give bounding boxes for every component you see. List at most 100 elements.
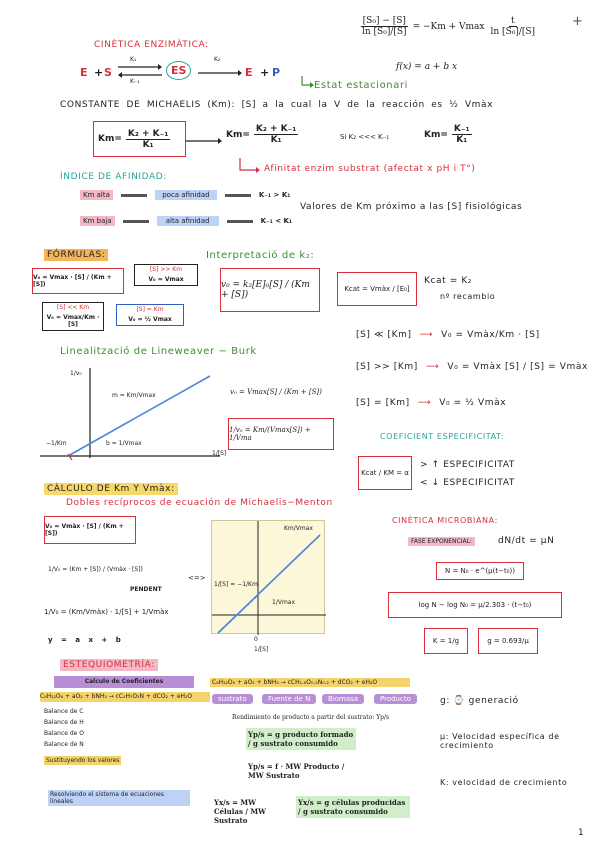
v0-equation-box: v₀ = k₂[E]₀[S] / (Km + [S])	[220, 268, 320, 312]
forward-arrow-icon	[198, 70, 242, 76]
k-def: K: velocidad de crecimiento	[440, 778, 568, 787]
k-comparison-1: K₋₁ > K₁	[258, 191, 291, 199]
valores-text: Valores de Km próximo a las [S] fisiológ…	[300, 202, 523, 212]
km-den: K₁	[142, 139, 154, 150]
page-number: 1	[578, 828, 585, 838]
estequio-title: ESTEQUIOMETRÍA:	[60, 659, 158, 671]
arrow-icon	[122, 219, 149, 223]
formula-4: [S] = Km V₀ = ½ Vmax	[116, 304, 184, 326]
afinitat-text: Afinitat enzim substrat (afectat x pH i …	[264, 164, 476, 174]
chem-top: C₆H₁₂O₆ + aO₂ + bNH₃ → cCH₁.₈O₀.₅N₀.₂ + …	[210, 678, 410, 687]
arrow-icon	[224, 193, 251, 197]
lb-xaxis: 1/[S]	[212, 450, 227, 457]
kcat-box: Kcat = Vmàx / [E₀]	[337, 272, 417, 306]
condition-1: [S] ≪ [Km]⟶V₀ = Vmàx/Km · [S]	[356, 330, 540, 340]
eq-denominator: ln [S₀]/[S]	[362, 27, 407, 37]
eq-t-den: ln [S₀]/[S]	[490, 27, 536, 37]
es-complex: ES	[166, 61, 192, 80]
equilibrium-arrows-icon	[118, 64, 162, 78]
graph-xaxis: 1/[S]	[254, 646, 269, 653]
calc-big-eq: 1/V₀ = (Km/Vmàx) · 1/[S] + 1/Vmàx	[44, 608, 169, 616]
condition-2: [S] >> [Km] ⟶ V₀ = Vmàx [S] / [S] = Vmàx	[356, 362, 588, 372]
n-eq: N = N₀ · e^(μ(t−t₀))	[436, 562, 524, 580]
arrow-icon: ⟶	[425, 362, 440, 372]
dobles-text: Dobles recíprocos de ecuación de Michael…	[66, 498, 333, 508]
f3-eq: V₀ = Vmax/Km · [S]	[46, 314, 100, 328]
lb-yaxis: 1/v₀	[70, 370, 82, 377]
calculo-title: CÀLCULO DE Km Y Vmàx:	[44, 483, 178, 495]
km-baja: Km baja	[80, 216, 115, 226]
c2-rhs: V₀ = Vmàx [S] / [S] = Vmàx	[447, 362, 588, 372]
log-eq: log N − log N₀ = μ/2.303 · (t−t₀)	[388, 592, 562, 618]
calc-graph-svg	[212, 521, 326, 635]
interpretacio-title: Interpretació de k₂:	[206, 250, 315, 261]
g-def: g: ⌚ generació	[440, 696, 519, 706]
alta-afinidad: alta afinidad	[156, 216, 219, 226]
km2-num: K₂ + K₋₁	[253, 124, 299, 135]
graph-origin: 0	[254, 636, 258, 643]
formula-3: [S] << Km V₀ = Vmax/Km · [S]	[42, 302, 104, 331]
k-eq: K = 1/g	[424, 628, 468, 654]
afinidad-row-2: Km baja alta afinidad K₋₁ < K₁	[80, 216, 292, 226]
mu-def: μ: Velocidad específica de crecimiento	[440, 732, 560, 750]
indice-title: ÍNDICE DE AFINIDAD:	[60, 172, 167, 182]
lineweaver-title: Linealització de Lineweaver − Burk	[60, 346, 257, 357]
lb-slope: m = Km/Vmax	[112, 392, 156, 399]
k1-label: K₁	[130, 56, 137, 63]
balance-c: Balance de C	[44, 708, 84, 715]
tag-sustrato: sustrato	[212, 694, 253, 704]
pendent-label: PENDENT	[130, 586, 162, 593]
arrow-icon: ⟶	[417, 398, 432, 408]
chem-tags: sustrato Fuente de N Biomasa Producto	[212, 694, 417, 708]
km-alta: Km alta	[80, 190, 113, 200]
balance-o: Balance de O	[44, 730, 84, 737]
arrow-down-right-icon	[301, 76, 314, 88]
fase-text: FASE EXPONENCIAL:	[408, 537, 475, 546]
calc-yab: y = a x + b	[48, 636, 121, 644]
c3-lhs: [S] = [Km]	[356, 398, 410, 408]
note-sustituyendo: Sustituyendo los valores	[44, 756, 122, 765]
reaction-s: S	[104, 66, 112, 79]
coef-up: > ↑ ESPECIFICITAT	[420, 460, 515, 470]
k2-label: K₂	[214, 56, 221, 63]
c3-rhs: V₀ = ½ Vmàx	[439, 398, 507, 408]
cinetica-title: CINÈTICA ENZIMÀTICA:	[94, 40, 209, 50]
f4-cond: [S] = Km	[136, 306, 164, 313]
calc-coef-header: Calculo de Coeficientes	[54, 676, 194, 688]
graph-yint: 1/Vmax	[272, 599, 296, 606]
arrow-down-right-icon-2	[239, 158, 260, 173]
f2-cond: [S] >> Km	[149, 266, 183, 273]
lb-eq1: v₀ = Vmax[S] / (Km + [S])	[230, 388, 322, 396]
recambio: nº recambio	[440, 292, 496, 301]
note-resolviendo: Resolviendo el sistema de ecuaciones lin…	[48, 790, 190, 806]
graph-slope: Km/Vmax	[284, 525, 313, 532]
reaction-row: C₆H₁₂O₆ + aO₂ + bNH₃ → cC₅H₇O₂N + dCO₂ +…	[40, 692, 210, 702]
estat-estacionari: Estat estacionari	[314, 80, 409, 91]
formulas-title: FÓRMULAS:	[44, 249, 109, 261]
tag-fuente: Fuente de N	[262, 694, 317, 704]
reaction-e2: E	[245, 66, 253, 79]
eq-middle: = −Km + Vmax	[412, 21, 485, 32]
balance-h: Balance de H	[44, 719, 84, 726]
k-comparison-2: K₋₁ < K₁	[260, 217, 293, 225]
coef-title: COEFICIENT ESPECIFICITAT:	[380, 432, 504, 441]
si-condition: Si K₂ <<< K₋₁	[340, 133, 390, 141]
k-1-label: K₋₁	[130, 78, 140, 85]
equiv-arrow: <=>	[188, 574, 206, 582]
tag-biomasa: Biomasa	[322, 694, 365, 704]
eq-t: t	[508, 16, 517, 27]
km-num: K₂ + K₋₁	[125, 128, 171, 140]
arrow-right-icon	[186, 138, 222, 144]
reaction-plus2: +	[260, 66, 270, 79]
arrow-icon: ⟶	[419, 330, 434, 340]
c2-lhs: [S] >> [Km]	[356, 362, 418, 372]
fase-label: FASE EXPONENCIAL:	[408, 537, 475, 546]
km3-den: K₁	[456, 135, 468, 145]
km3-lhs: Km=	[424, 129, 448, 140]
km3-num: K₋₁	[451, 124, 472, 135]
estequio-title-text: ESTEQUIOMETRÍA:	[60, 659, 158, 671]
f4-eq: V₀ = ½ Vmax	[128, 316, 172, 323]
